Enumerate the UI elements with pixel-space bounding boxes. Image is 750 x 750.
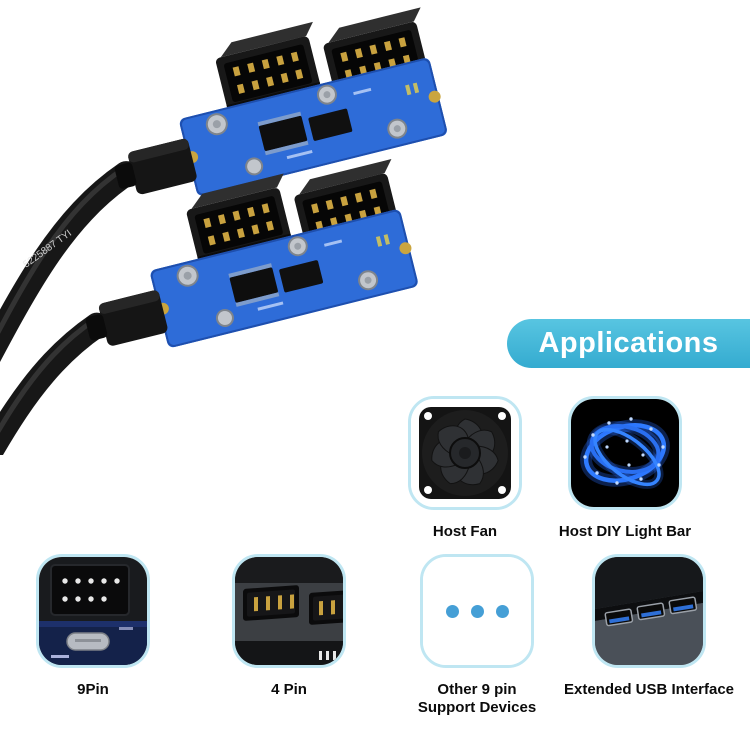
app-other-9pin: Other 9 pin Support Devices: [417, 554, 537, 716]
app-label: 4 Pin: [271, 681, 307, 698]
app-extended-usb: Extended USB Interface: [564, 554, 734, 698]
applications-banner-label: Applications: [538, 327, 719, 359]
usb-interface-card: [592, 554, 706, 668]
app-label: Host Fan: [432, 523, 498, 540]
app-host-fan: Host Fan: [405, 396, 525, 540]
9pin-card: [36, 554, 150, 668]
dot-icon: [470, 604, 484, 618]
app-label: Extended USB Interface: [563, 681, 735, 698]
9pin-header-image: [39, 557, 147, 665]
app-host-diy-light-bar: Host DIY Light Bar: [559, 396, 691, 540]
4pin-header-image: [235, 557, 343, 665]
usb-header-splitter-image: 5225887 TYI: [0, 0, 525, 455]
ellipsis-dots: [423, 557, 531, 665]
led-strip-image: [571, 399, 679, 507]
applications-banner: Applications: [507, 319, 750, 368]
host-fan-card: [408, 396, 522, 510]
app-label: Other 9 pin Support Devices: [417, 681, 537, 716]
other-devices-card: [420, 554, 534, 668]
4pin-card: [232, 554, 346, 668]
usb-ports-image: [595, 557, 703, 665]
app-9pin: 9Pin: [33, 554, 153, 698]
app-4pin: 4 Pin: [229, 554, 349, 698]
product-photo: 5225887 TYI: [0, 0, 525, 455]
fan-image: [411, 399, 519, 507]
app-label: Host DIY Light Bar: [558, 523, 692, 540]
app-label: 9Pin: [77, 681, 109, 698]
light-bar-card: [568, 396, 682, 510]
dot-icon: [495, 604, 509, 618]
dot-icon: [445, 604, 459, 618]
